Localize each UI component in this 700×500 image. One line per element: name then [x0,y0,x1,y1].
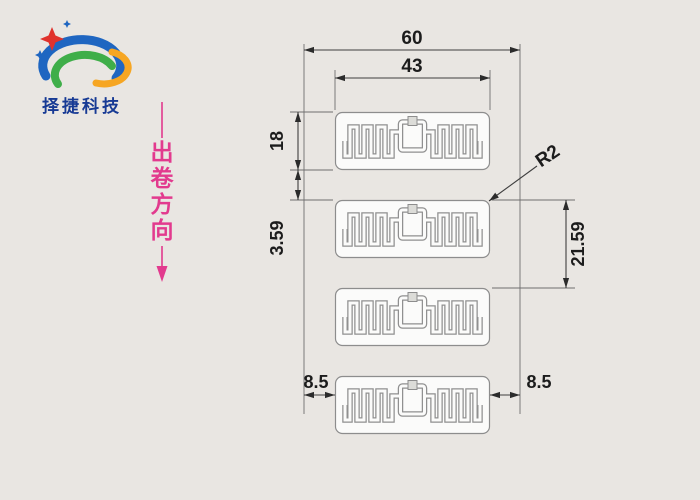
dimension-annotations: 60 43 18 3.59 R2 [267,28,588,414]
rfid-tag-2 [336,201,490,258]
dim-label-left-margin: 8.5 [303,372,328,392]
direction-char: 卷 [150,165,175,191]
dimension-antenna-width: 43 [334,56,491,110]
dim-label-gap: 3.59 [267,220,287,255]
direction-char: 出 [151,139,174,165]
dimension-right-margin: 8.5 [490,372,552,399]
dimension-gap: 3.59 [267,170,333,256]
dim-label-tag-height: 18 [267,131,287,151]
rfid-tag-3 [336,289,490,346]
dim-label-right-margin: 8.5 [526,372,551,392]
logo-sparkle-icon [63,20,71,28]
company-name: 择捷科技 [42,96,122,116]
rfid-tag-4 [336,377,490,434]
rfid-tag-1 [336,113,490,170]
dimension-pitch: 21.59 [492,199,588,289]
dimension-left-margin: 8.5 [303,372,335,399]
dim-label-pitch: 21.59 [568,221,588,266]
direction-arrow-icon [156,266,168,282]
unwind-direction-indicator: 出 卷 方 向 [150,102,175,282]
dimension-tag-height: 18 [267,111,333,171]
direction-char: 方 [151,191,174,217]
dimension-overall-width: 60 [303,28,521,414]
logo-sparkle-icon [35,50,45,60]
company-logo: 择捷科技 [35,20,132,116]
dimension-corner-radius: R2 [488,141,564,202]
dim-label-antenna-width: 43 [401,56,422,77]
direction-char: 向 [151,217,174,243]
dim-label-corner-radius: R2 [532,141,564,172]
dim-label-overall-width: 60 [401,28,422,49]
logo-star-icon [40,27,64,51]
rfid-tag-strip [336,113,490,434]
logo-swirl-icon [38,35,132,88]
